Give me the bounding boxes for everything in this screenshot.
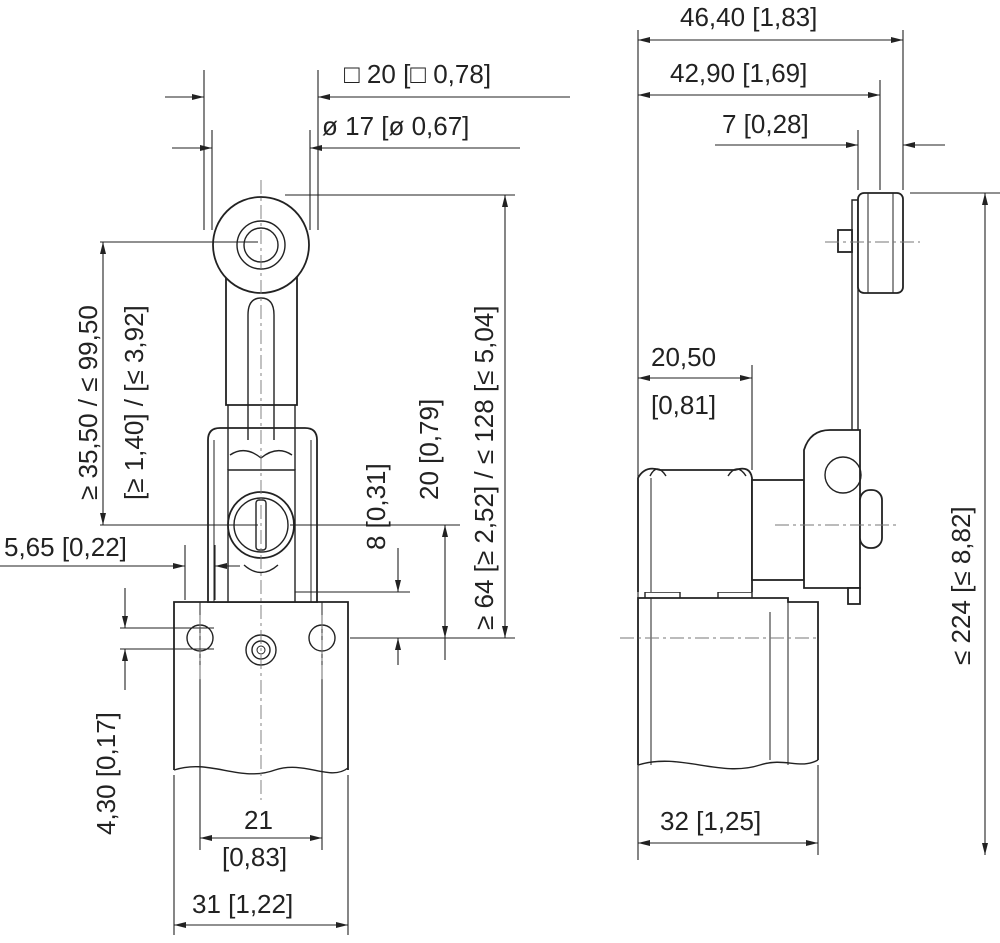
- side-head: [637, 467, 805, 592]
- dim-housing-width: 31 [1,22]: [192, 889, 293, 919]
- side-housing: [637, 591, 819, 770]
- front-dimensions: [0, 70, 570, 935]
- dim-hub-height: 8 [0,31]: [361, 463, 391, 550]
- dim-hole-spacing-inch: [0,83]: [222, 842, 287, 872]
- dim-head-depth: 20,50: [651, 342, 716, 372]
- front-view: [173, 180, 349, 800]
- dim-roller-diameter: ø 17 [ø 0,67]: [322, 111, 469, 141]
- dim-roller-height: ≥ 64 [≥ 2,52] / ≤ 128 [≤ 5,04]: [469, 306, 499, 631]
- dim-lever-radius-inch: [≥ 1,40] / [≤ 3,92]: [119, 305, 149, 500]
- dim-square-lever: □ 20 [□ 0,78]: [344, 59, 491, 89]
- dim-lever-radius: ≥ 35,50 / ≤ 99,50: [73, 305, 103, 500]
- side-view: [620, 192, 920, 770]
- dim-width-to-roller: 42,90 [1,69]: [670, 58, 807, 88]
- dim-housing-depth: 32 [1,25]: [660, 806, 761, 836]
- side-lever: [803, 192, 904, 605]
- dim-hub-to-mount: 20 [0,79]: [414, 399, 444, 500]
- side-dimensions: [637, 30, 1000, 860]
- dim-hole-spacing: 21: [244, 805, 273, 835]
- dim-head-offset: 5,65 [0,22]: [4, 532, 127, 562]
- dim-mount-hole-offset: 4,30 [0,17]: [91, 712, 121, 835]
- dim-overall-width: 46,40 [1,83]: [680, 2, 817, 32]
- dim-roller-width: 7 [0,28]: [722, 109, 809, 139]
- dim-total-height: ≤ 224 [≤ 8,82]: [946, 506, 976, 665]
- dim-head-depth-inch: [0,81]: [651, 390, 716, 420]
